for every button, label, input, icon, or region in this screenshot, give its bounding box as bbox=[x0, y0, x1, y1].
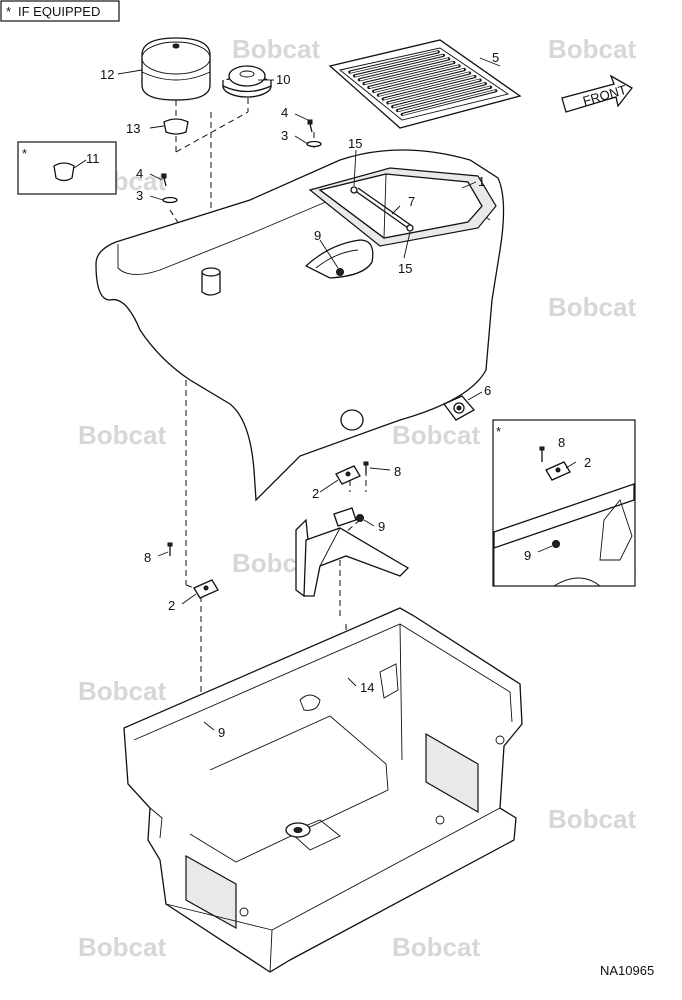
watermark: Bobcat bbox=[548, 292, 636, 322]
callout-2: 2 bbox=[584, 455, 591, 470]
callout-13: 13 bbox=[126, 121, 140, 136]
grille-slat-highlight bbox=[364, 61, 454, 85]
callout-15: 15 bbox=[398, 261, 412, 276]
watermark: Bobcat bbox=[392, 932, 480, 962]
watermark: Bobcat bbox=[548, 804, 636, 834]
callout-3: 3 bbox=[281, 128, 288, 143]
collar-13 bbox=[163, 118, 189, 135]
mount-bracket bbox=[295, 507, 410, 598]
chassis-frame bbox=[123, 607, 523, 973]
callout-leaders bbox=[117, 57, 577, 731]
nut-9-hood bbox=[336, 268, 344, 276]
grille-slat-highlight bbox=[397, 86, 491, 112]
callout-11: 11 bbox=[86, 151, 100, 166]
callout-9: 9 bbox=[218, 725, 225, 740]
callout-8: 8 bbox=[394, 464, 401, 479]
grille-slat-highlight bbox=[354, 54, 444, 77]
watermark: Bobcat bbox=[392, 420, 480, 450]
callout-2: 2 bbox=[168, 598, 175, 613]
grille-slat-highlight bbox=[393, 82, 485, 108]
callout-7: 7 bbox=[408, 194, 415, 209]
callout-10: 10 bbox=[276, 72, 290, 87]
callout-1: 1 bbox=[478, 174, 485, 189]
hood-cover-1 bbox=[95, 149, 505, 502]
bracket-2-middle bbox=[335, 465, 361, 485]
watermark: Bobcat bbox=[78, 932, 166, 962]
callout-15: 15 bbox=[348, 136, 362, 151]
washer-3-upper bbox=[306, 140, 322, 148]
inset-hood-mount: * bbox=[492, 419, 636, 587]
inset-star: * bbox=[22, 146, 27, 161]
screw-4-upper bbox=[307, 119, 313, 133]
callout-9: 9 bbox=[524, 548, 531, 563]
callout-8: 8 bbox=[558, 435, 565, 450]
inset-star: * bbox=[496, 424, 501, 439]
callout-2: 2 bbox=[312, 486, 319, 501]
screw-4-left bbox=[161, 173, 167, 187]
callout-12: 12 bbox=[100, 67, 114, 82]
grille-slat-highlight bbox=[373, 68, 465, 93]
callout-8: 8 bbox=[144, 550, 151, 565]
legend-text: IF EQUIPPED bbox=[18, 4, 100, 19]
watermark: Bobcat bbox=[78, 676, 166, 706]
washer-3-left bbox=[162, 196, 178, 204]
watermark: Bobcat bbox=[232, 34, 320, 64]
watermark: Bobcat bbox=[78, 420, 166, 450]
callout-14: 14 bbox=[360, 680, 374, 695]
grille-slat-highlight bbox=[402, 90, 496, 116]
grille-slat-highlight bbox=[369, 65, 459, 89]
screw-8-middle bbox=[363, 461, 369, 474]
inset-11: * bbox=[17, 141, 117, 195]
callout-4: 4 bbox=[281, 105, 288, 120]
legend-star: * bbox=[6, 4, 11, 19]
grille-slat-highlight bbox=[388, 79, 480, 104]
grille-5 bbox=[328, 39, 522, 129]
diagram-code: NA10965 bbox=[600, 963, 654, 978]
callout-4: 4 bbox=[136, 166, 143, 181]
grille-slat-highlight bbox=[350, 51, 438, 73]
front-arrow: FRONT bbox=[561, 74, 633, 113]
cap-12 bbox=[141, 37, 211, 101]
grille-slat-highlight bbox=[378, 72, 470, 96]
bracket-2-left bbox=[193, 579, 219, 599]
callout-9: 9 bbox=[314, 228, 321, 243]
callout-9: 9 bbox=[378, 519, 385, 534]
grille-slat-highlight bbox=[383, 75, 475, 100]
latch-6 bbox=[442, 395, 476, 421]
watermark: Bobcat bbox=[548, 34, 636, 64]
callout-5: 5 bbox=[492, 50, 499, 65]
prop-rod-7 bbox=[350, 186, 414, 232]
screw-8-left bbox=[167, 542, 173, 556]
callout-6: 6 bbox=[484, 383, 491, 398]
callouts: 12 10 13 5 4 3 11 4 3 15 1 7 9 15 6 8 2 … bbox=[86, 50, 591, 740]
grille-slat-highlight bbox=[359, 58, 449, 81]
callout-3: 3 bbox=[136, 188, 143, 203]
cap-10 bbox=[222, 65, 272, 98]
if-equipped-legend: * IF EQUIPPED bbox=[0, 0, 120, 22]
nut-9-middle bbox=[356, 514, 364, 522]
